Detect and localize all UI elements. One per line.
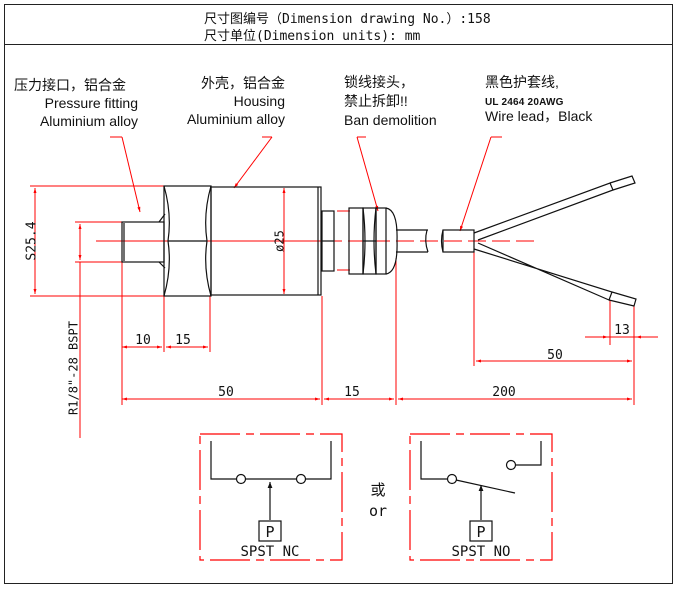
drawing-frame (4, 4, 673, 584)
wire-lead-label: Wire lead，Black (485, 108, 593, 124)
cable-jacket (442, 229, 475, 253)
or-zh-label: 或 (370, 481, 385, 499)
leader-connector (356, 136, 379, 212)
housing-zh: 外壳，铝合金 (201, 75, 285, 91)
sensor-outline (121, 175, 637, 307)
hex-length-label: 15 (175, 333, 191, 348)
lock-connector-zh: 锁线接头， (344, 74, 414, 90)
thread-length-label: 10 (135, 333, 151, 348)
units-label: 尺寸单位(Dimension units): mm (204, 29, 421, 44)
dimension-text: S25.4 ø25 R1/8"-28 BSPT 10 15 50 15 200 … (25, 221, 630, 415)
diameter-label: ø25 (273, 230, 287, 252)
dimension-lines (30, 136, 658, 438)
pressure-symbol-no: P (476, 523, 485, 541)
leader-pressure-fitting (121, 136, 141, 213)
connector-length-label: 15 (344, 385, 360, 400)
housing-body (210, 186, 322, 296)
pressure-fitting-en: Pressure fitting (44, 95, 138, 111)
wire-spec: UL 2464 20AWG (485, 97, 564, 108)
pressure-fitting-material: Aluminium alloy (39, 113, 138, 129)
wire-lower (473, 242, 613, 301)
housing-material: Aluminium alloy (186, 111, 285, 127)
thread-fitting (121, 221, 165, 263)
or-en-label: or (369, 502, 387, 520)
strip-length-label: 13 (614, 323, 630, 338)
housing-en: Housing (233, 93, 285, 109)
lock-connector-warning: 禁止拆卸!! (344, 93, 408, 109)
title-block: 尺寸图编号（Dimension drawing No.）:158 尺寸单位(Di… (4, 4, 673, 45)
switch-no-diagram: P SPST NO (409, 433, 553, 561)
body-length-label: 50 (218, 385, 234, 400)
switch-nc-diagram: P SPST NC (199, 433, 343, 561)
hex-size-label: S25.4 (25, 221, 40, 260)
wire-upper (473, 182, 614, 241)
drawing-number: 尺寸图编号（Dimension drawing No.）:158 (204, 12, 491, 27)
thread-label: R1/8"-28 BSPT (67, 321, 81, 415)
leader-housing (233, 136, 273, 189)
pressure-fitting-zh: 压力接口，铝合金 (14, 77, 126, 93)
leader-wire (459, 136, 492, 232)
ban-demolition-label: Ban demolition (344, 112, 437, 128)
spst-no-label: SPST NO (451, 544, 510, 560)
wire-zh: 黑色护套线, (485, 74, 559, 90)
spst-nc-label: SPST NC (240, 544, 299, 560)
cable-length-label: 200 (492, 385, 515, 400)
split-length-label: 50 (547, 348, 563, 363)
pressure-symbol-nc: P (265, 523, 274, 541)
